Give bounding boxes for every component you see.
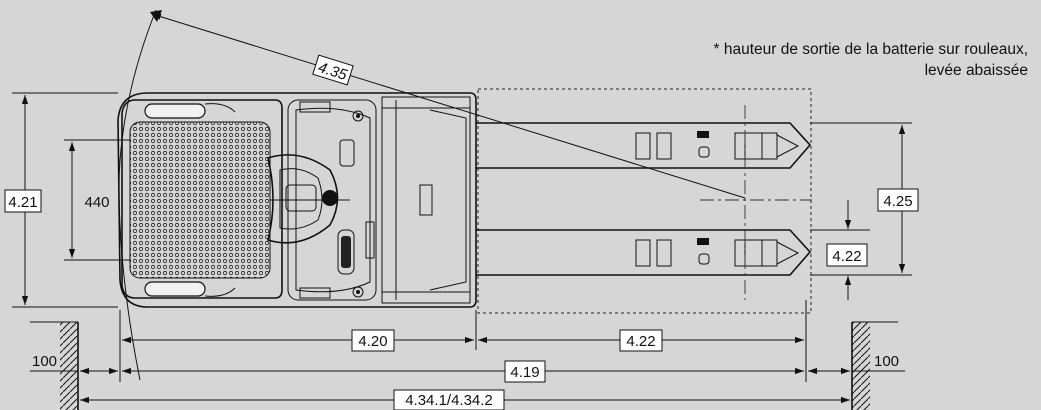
svg-text:100: 100: [874, 353, 899, 370]
fork-upper: [476, 122, 812, 169]
svg-text:100: 100: [32, 353, 57, 370]
dim-length-to-fork-face: 4.20: [351, 329, 395, 352]
svg-text:440: 440: [84, 194, 109, 211]
dim-clearance-right: 100: [874, 353, 899, 370]
dim-turning-radius: 4.35: [312, 54, 354, 86]
lower-grab-handle: [144, 281, 206, 297]
dim-fork-width: 4.22: [826, 243, 868, 267]
dim-overall-width: 4.21: [4, 189, 42, 213]
platform-mesh: [129, 121, 271, 279]
left-wall: [30, 321, 79, 410]
dim-fork-spread: 4.25: [877, 188, 919, 212]
dim-overall-length: 4.19: [504, 360, 546, 383]
right-wall: [851, 321, 898, 410]
upper-grab-handle: [144, 103, 206, 119]
svg-text:4.19: 4.19: [510, 364, 539, 381]
note-line-1: * hauteur de sortie de la batterie sur r…: [714, 41, 1029, 58]
svg-text:4.20: 4.20: [358, 333, 387, 350]
svg-text:4.21: 4.21: [8, 194, 37, 211]
load-area-outline: [477, 88, 812, 314]
dim-aisle-width: 4.34.1/4.34.2: [393, 389, 505, 410]
svg-text:4.34.1/4.34.2: 4.34.1/4.34.2: [405, 392, 493, 409]
dim-inner-width: 440: [80, 190, 114, 212]
dim-fork-length: 4.22: [619, 329, 663, 352]
note-line-2: levée abaissée: [925, 62, 1028, 79]
svg-text:4.22: 4.22: [626, 333, 655, 350]
steering-tiller: [267, 139, 375, 275]
svg-text:4.22: 4.22: [832, 248, 861, 265]
truck-body: [117, 92, 477, 308]
svg-text:4.25: 4.25: [883, 193, 912, 210]
fork-lower: [476, 229, 812, 276]
dim-clearance-left: 100: [32, 353, 57, 370]
